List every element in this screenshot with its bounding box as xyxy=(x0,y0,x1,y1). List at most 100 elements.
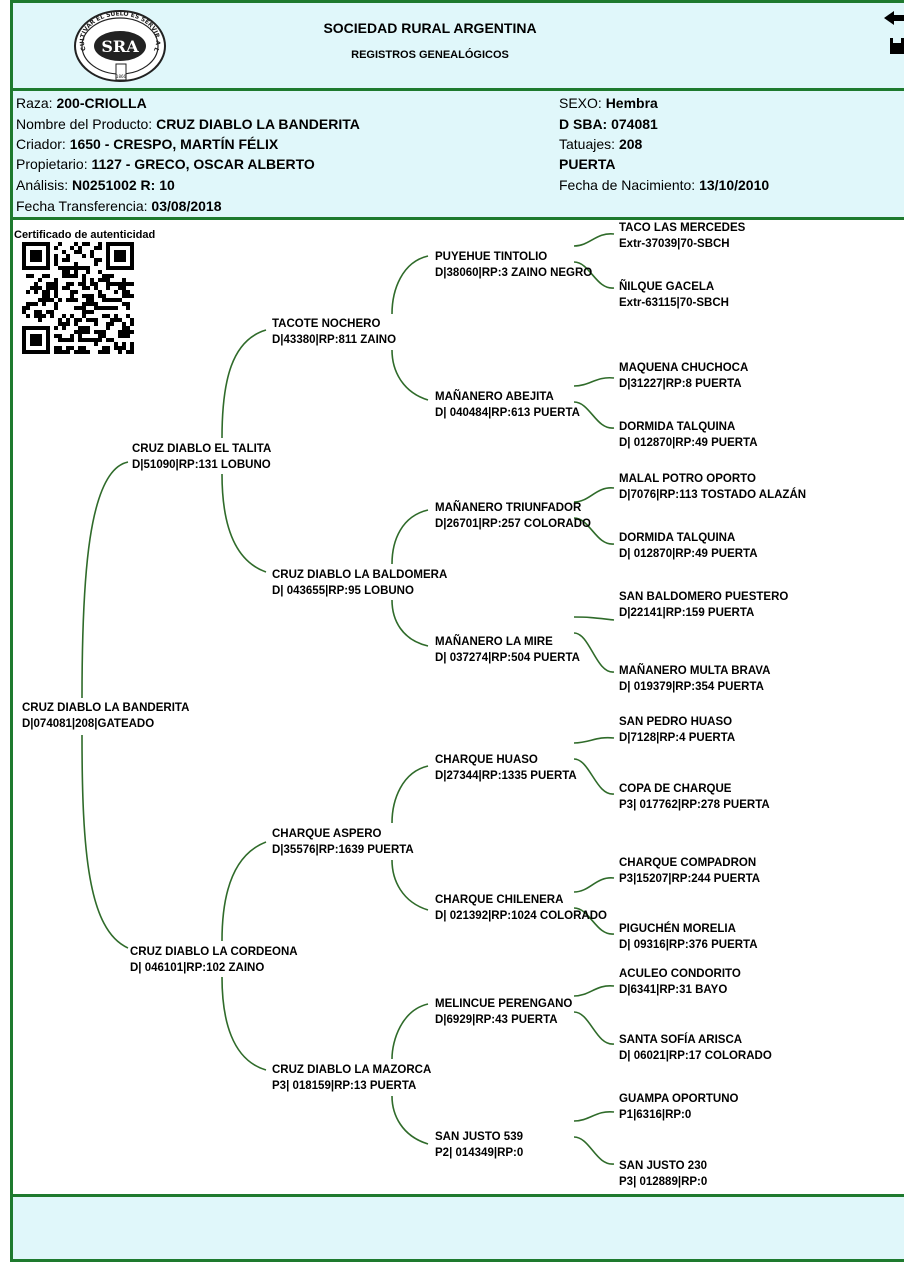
animal-name: SAN JUSTO 539 xyxy=(435,1131,523,1143)
pedigree-node[interactable]: TACOTE NOCHERO D|43380|RP:811 ZAINO xyxy=(272,316,396,348)
animal-registry: D|7076|RP:113 TOSTADO ALAZÁN xyxy=(619,489,807,501)
animal-name: CHARQUE ASPERO xyxy=(272,828,382,840)
pedigree-node[interactable]: MALAL POTRO OPORTO D|7076|RP:113 TOSTADO … xyxy=(619,471,806,503)
propietario-row: Propietario: 1127 - GRECO, OSCAR ALBERTO xyxy=(16,156,315,172)
pedigree-node[interactable]: MAQUENA CHUCHOCA D|31227|RP:8 PUERTA xyxy=(619,360,748,392)
nav-icons[interactable] xyxy=(882,8,904,58)
animal-name: MAQUENA CHUCHOCA xyxy=(619,362,749,374)
animal-name: MAÑANERO ABEJITA xyxy=(435,391,554,403)
back-arrow-icon[interactable] xyxy=(884,11,904,25)
animal-registry: D| 019379|RP:354 PUERTA xyxy=(619,681,764,693)
animal-name: COPA DE CHARQUE xyxy=(619,783,732,795)
pedigree-node[interactable]: SAN PEDRO HUASO D|7128|RP:4 PUERTA xyxy=(619,714,735,746)
animal-name: MAÑANERO MULTA BRAVA xyxy=(619,665,771,677)
analisis-row: Análisis: N0251002 R: 10 xyxy=(16,177,175,193)
animal-name: TACO LAS MERCEDES xyxy=(619,222,746,234)
animal-registry: D|6341|RP:31 BAYO xyxy=(619,984,728,996)
animal-registry: D| 021392|RP:1024 COLORADO xyxy=(435,910,607,922)
animal-name: ÑILQUE GACELA xyxy=(619,281,715,293)
product-info-panel xyxy=(13,91,904,217)
pedigree-node[interactable]: MAÑANERO ABEJITA D| 040484|RP:613 PUERTA xyxy=(435,389,580,421)
animal-registry: D| 037274|RP:504 PUERTA xyxy=(435,652,580,664)
animal-registry: Extr-63115|70-SBCH xyxy=(619,297,729,309)
pedigree-node[interactable]: ÑILQUE GACELA Extr-63115|70-SBCH xyxy=(619,279,729,311)
pedigree-node[interactable]: CHARQUE CHILENERA D| 021392|RP:1024 COLOR… xyxy=(435,892,607,924)
animal-registry: P2| 014349|RP:0 xyxy=(435,1147,524,1159)
animal-registry: D|22141|RP:159 PUERTA xyxy=(619,607,755,619)
animal-name: MAÑANERO TRIUNFADOR xyxy=(435,502,582,514)
pedigree-node[interactable]: CRUZ DIABLO LA MAZORCA P3| 018159|RP:13 P… xyxy=(272,1062,431,1094)
animal-registry: D|074081|208|GATEADO xyxy=(22,718,155,730)
animal-name: SAN BALDOMERO PUESTERO xyxy=(619,591,789,603)
pedigree-node[interactable]: TACO LAS MERCEDES Extr-37039|70-SBCH xyxy=(619,220,745,252)
animal-name: CRUZ DIABLO LA BANDERITA xyxy=(22,702,190,714)
animal-registry: P3| 012889|RP:0 xyxy=(619,1176,708,1188)
pelaje-row: PUERTA xyxy=(559,156,616,172)
animal-name: GUAMPA OPORTUNO xyxy=(619,1093,739,1105)
pedigree-node[interactable]: CRUZ DIABLO LA BALDOMERA D| 043655|RP:95 … xyxy=(272,567,447,599)
pedigree-node[interactable]: MELINCUE PERENGANO D|6929|RP:43 PUERTA xyxy=(435,996,572,1028)
pedigree-node[interactable]: MAÑANERO MULTA BRAVA D| 019379|RP:354 PUE… xyxy=(619,663,770,695)
animal-name: SAN JUSTO 230 xyxy=(619,1160,707,1172)
animal-name: SAN PEDRO HUASO xyxy=(619,716,733,728)
animal-registry: Extr-37039|70-SBCH xyxy=(619,238,730,250)
pedigree-node[interactable]: CHARQUE ASPERO D|35576|RP:1639 PUERTA xyxy=(272,826,414,858)
animal-name: DORMIDA TALQUINA xyxy=(619,532,736,544)
footer-divider xyxy=(10,1194,904,1197)
info-divider xyxy=(10,217,904,220)
pedigree-node[interactable]: CRUZ DIABLO LA BANDERITA D|074081|208|GAT… xyxy=(22,700,189,732)
animal-name: CRUZ DIABLO LA BALDOMERA xyxy=(272,569,448,581)
animal-name: SANTA SOFÍA ARISCA xyxy=(619,1034,743,1046)
tatuajes-row: Tatuajes: 208 xyxy=(559,136,643,152)
certificate-label: Certificado de autenticidad xyxy=(14,229,156,241)
animal-registry: D|43380|RP:811 ZAINO xyxy=(272,334,397,346)
animal-name: MALAL POTRO OPORTO xyxy=(619,473,756,485)
pedigree-node[interactable]: CHARQUE COMPADRON P3|15207|RP:244 PUERTA xyxy=(619,855,760,887)
pedigree-node[interactable]: DORMIDA TALQUINA D| 012870|RP:49 PUERTA xyxy=(619,530,758,562)
pedigree-node[interactable]: SAN BALDOMERO PUESTERO D|22141|RP:159 PUE… xyxy=(619,589,788,621)
document-frame xyxy=(10,0,904,1262)
org-title: SOCIEDAD RURAL ARGENTINA xyxy=(323,20,537,36)
animal-registry: P3| 018159|RP:13 PUERTA xyxy=(272,1080,417,1092)
animal-name: CHARQUE COMPADRON xyxy=(619,857,757,869)
dsba-row: D SBA: 074081 xyxy=(559,116,658,132)
animal-name: CRUZ DIABLO EL TALITA xyxy=(132,443,272,455)
animal-name: MELINCUE PERENGANO xyxy=(435,998,573,1010)
animal-registry: D|31227|RP:8 PUERTA xyxy=(619,378,742,390)
animal-registry: D|35576|RP:1639 PUERTA xyxy=(272,844,414,856)
qr-code[interactable] xyxy=(22,242,134,354)
animal-registry: D| 043655|RP:95 LOBUNO xyxy=(272,585,414,597)
sexo-row: SEXO: Hembra xyxy=(559,95,658,111)
footer-panel xyxy=(13,1197,904,1259)
animal-registry: D|7128|RP:4 PUERTA xyxy=(619,732,736,744)
save-icon[interactable] xyxy=(890,38,904,54)
producto-row: Nombre del Producto: CRUZ DIABLO LA BAND… xyxy=(16,116,360,132)
nacimiento-row: Fecha de Nacimiento: 13/10/2010 xyxy=(559,177,770,193)
animal-registry: P3|15207|RP:244 PUERTA xyxy=(619,873,761,885)
header-divider xyxy=(10,88,904,91)
animal-name: CHARQUE CHILENERA xyxy=(435,894,564,906)
animal-name: TACOTE NOCHERO xyxy=(272,318,381,330)
animal-registry: D| 040484|RP:613 PUERTA xyxy=(435,407,580,419)
animal-registry: D|6929|RP:43 PUERTA xyxy=(435,1014,558,1026)
animal-registry: D| 012870|RP:49 PUERTA xyxy=(619,548,758,560)
org-subtitle: REGISTROS GENEALÓGICOS xyxy=(351,49,509,61)
animal-name: CRUZ DIABLO LA MAZORCA xyxy=(272,1064,432,1076)
svg-text:1866: 1866 xyxy=(116,74,127,79)
transferencia-row: Fecha Transferencia: 03/08/2018 xyxy=(16,198,222,214)
animal-name: PIGUCHÉN MORELIA xyxy=(619,923,736,935)
